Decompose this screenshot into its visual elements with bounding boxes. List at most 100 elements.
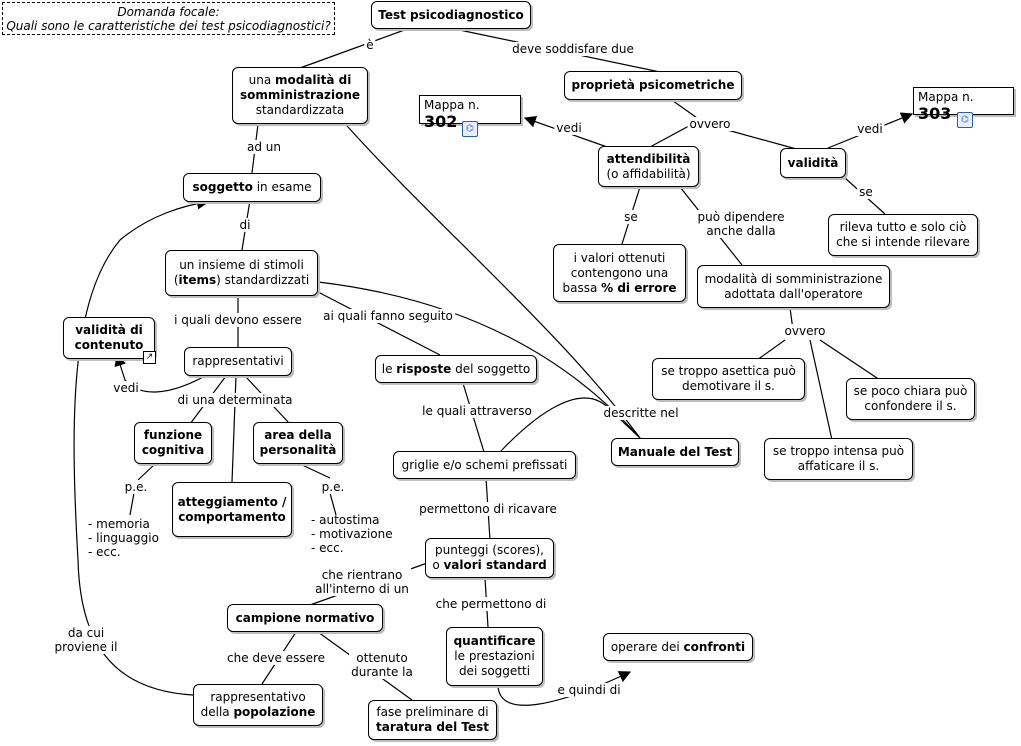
node-intensa-label: se troppo intensa può affaticare il s.: [772, 444, 905, 473]
node-asettica[interactable]: se troppo asettica può demotivare il s.: [652, 358, 805, 400]
node-soggetto-c: in esame: [252, 180, 312, 194]
node-confronti-a: operare dei: [610, 639, 684, 654]
node-risposte-a: le: [381, 361, 397, 376]
node-proprieta-psicometriche[interactable]: proprietà psicometriche: [564, 71, 742, 100]
line-area-pe: [299, 463, 337, 516]
node-risposte-c: del soggetto: [451, 361, 531, 376]
link-label-i-quali: i quali devono essere: [172, 313, 304, 327]
line-rappr-atteggiamento: [231, 375, 237, 483]
node-punteggi-a: punteggi (scores), o: [432, 543, 544, 572]
node-confronti[interactable]: operare dei confronti: [603, 633, 753, 661]
focal-question-text: Quali sono le caratteristiche dei test p…: [6, 19, 331, 33]
node-punteggi[interactable]: punteggi (scores), o valori standard: [425, 538, 554, 578]
line-ovvero-intensa: [809, 339, 833, 441]
node-atteggiamento[interactable]: atteggiamento / comportamento: [172, 482, 292, 537]
node-funzione-cognitiva[interactable]: funzione cognitiva: [134, 422, 212, 464]
node-quantificare-b: quantificare: [453, 634, 536, 648]
node-poco-chiara[interactable]: se poco chiara può confondere il s.: [846, 378, 975, 420]
node-griglie[interactable]: griglie e/o schemi prefissati: [393, 451, 576, 479]
node-rappresentativi[interactable]: rappresentativi: [184, 347, 292, 376]
node-quantificare-c: le prestazioni dei soggetti: [454, 649, 535, 678]
map-ref-302-prefix: Mappa n.: [424, 98, 480, 112]
line-funzione-pe: [129, 463, 156, 516]
node-asettica-label: se troppo asettica può demotivare il s.: [661, 364, 796, 393]
line-ovvero-validita: [719, 127, 801, 151]
node-validita-contenuto[interactable]: validità di contenuto: [63, 317, 155, 359]
node-popolazione[interactable]: rappresentativo della popolazione: [193, 684, 323, 726]
map-ref-303-prefix: Mappa n.: [918, 90, 974, 104]
node-valori-a: i valori ottenuti contengono una bassa: [562, 250, 669, 295]
node-area-label: area della personalità: [259, 428, 337, 457]
node-rappr-label: rappresentativi: [192, 354, 284, 368]
map-ref-302-num: 302: [424, 112, 458, 131]
link-label-ottenuto: ottenuto durante la: [349, 651, 415, 679]
node-modalita-operatore[interactable]: modalità di somministrazione adottata da…: [697, 265, 890, 308]
node-risposte[interactable]: le risposte del soggetto: [375, 355, 537, 383]
line-ovvero-asettica: [756, 339, 786, 361]
link-label-da-cui: da cui proviene il: [52, 626, 120, 654]
node-soggetto-b: soggetto: [192, 180, 253, 194]
link-label-di: di: [237, 218, 253, 232]
external-link-icon[interactable]: ↗: [143, 351, 156, 364]
node-area-personalita[interactable]: area della personalità: [253, 422, 343, 464]
node-test-label: Test psicodiagnostico: [378, 7, 524, 22]
node-campione-normativo[interactable]: campione normativo: [227, 604, 383, 632]
node-risposte-b: risposte: [396, 361, 452, 376]
list-cognitive-examples: - memoria - linguaggio - ecc.: [88, 517, 159, 559]
link-label-che-permettono: che permettono di: [433, 597, 549, 611]
node-taratura[interactable]: fase preliminare di taratura del Test: [368, 700, 497, 740]
link-label-le-quali: le quali attraverso: [420, 404, 534, 418]
node-validita[interactable]: validità: [780, 148, 846, 178]
line-insieme-risposte: [317, 291, 441, 356]
node-intensa[interactable]: se troppo intensa può affaticare il s.: [764, 438, 913, 480]
line-ovvero-poco: [819, 339, 881, 381]
link-label-vedi: vedi: [554, 121, 584, 135]
node-test-psicodiagnostico[interactable]: Test psicodiagnostico: [371, 1, 531, 29]
node-campione-label: campione normativo: [235, 610, 375, 625]
concept-map-icon[interactable]: ⌬: [957, 112, 973, 128]
node-insieme-a: un insieme di stimoli (: [173, 258, 304, 287]
map-ref-303-num: 303: [918, 104, 952, 123]
list-item: - ecc.: [88, 545, 121, 559]
node-insieme-stimoli[interactable]: un insieme di stimoli (items) standardiz…: [165, 250, 318, 296]
link-label-se: se: [622, 210, 640, 224]
link-label-vedi: vedi: [855, 122, 885, 136]
link-label-ai-quali: ai quali fanno seguito: [321, 309, 455, 323]
link-label-puo-dipendere: può dipendere anche dalla: [695, 210, 787, 238]
link-label-che-deve: che deve essere: [224, 651, 328, 665]
link-label-permettono-ricavare: permettono di ricavare: [417, 502, 559, 516]
line-modalita-manuale: [339, 117, 641, 439]
node-manuale[interactable]: Manuale del Test: [611, 438, 739, 466]
node-rileva-label: rileva tutto e solo ciò che si intende r…: [836, 220, 970, 249]
node-manuale-label: Manuale del Test: [617, 444, 733, 459]
node-attendibilita[interactable]: attendibilità (o affidabilità): [598, 146, 699, 187]
node-modop-label: modalità di somministrazione adottata da…: [704, 271, 883, 301]
list-item: - linguaggio: [88, 531, 159, 545]
map-ref-303[interactable]: Mappa n. 303: [913, 87, 1014, 123]
node-rileva[interactable]: rileva tutto e solo ciò che si intende r…: [828, 214, 978, 256]
link-label-descritte: descritte nel: [601, 406, 681, 420]
node-soggetto[interactable]: soggetto in esame: [183, 173, 321, 202]
node-insieme-b: items: [178, 273, 217, 287]
node-taratura-b: taratura del Test: [376, 720, 489, 734]
map-ref-302[interactable]: Mappa n. 302: [419, 95, 521, 131]
node-modalita-somministrazione[interactable]: una modalità di somministrazione standar…: [232, 67, 368, 124]
node-quantificare[interactable]: quantificare le prestazioni dei soggetti: [446, 627, 543, 686]
link-label-di-una: di una determinata: [175, 393, 295, 407]
list-item: - motivazione: [311, 527, 393, 541]
node-confronti-b: confronti: [683, 639, 746, 654]
concept-map-icon[interactable]: ⌬: [462, 121, 478, 137]
focal-question-title: Domanda focale:: [117, 5, 220, 19]
node-proprieta-label: proprietà psicometriche: [571, 78, 735, 92]
line-griglie-descritte: [499, 397, 641, 453]
node-taratura-a: fase preliminare di: [376, 705, 489, 719]
node-popolazione-b: popolazione: [233, 705, 316, 719]
link-label-ad-un: ad un: [245, 140, 283, 154]
node-modalita-b: modalità di somministrazione: [239, 73, 361, 102]
node-valori-ottenuti[interactable]: i valori ottenuti contengono una bassa %…: [553, 244, 686, 302]
node-poco-label: se poco chiara può confondere il s.: [853, 384, 968, 413]
link-label-deve-soddisfare: deve soddisfare due: [510, 42, 636, 56]
link-label-e-quindi: e quindi di: [555, 683, 623, 697]
node-validita-label: validità: [787, 155, 839, 170]
node-modalita-a: una: [248, 73, 275, 87]
